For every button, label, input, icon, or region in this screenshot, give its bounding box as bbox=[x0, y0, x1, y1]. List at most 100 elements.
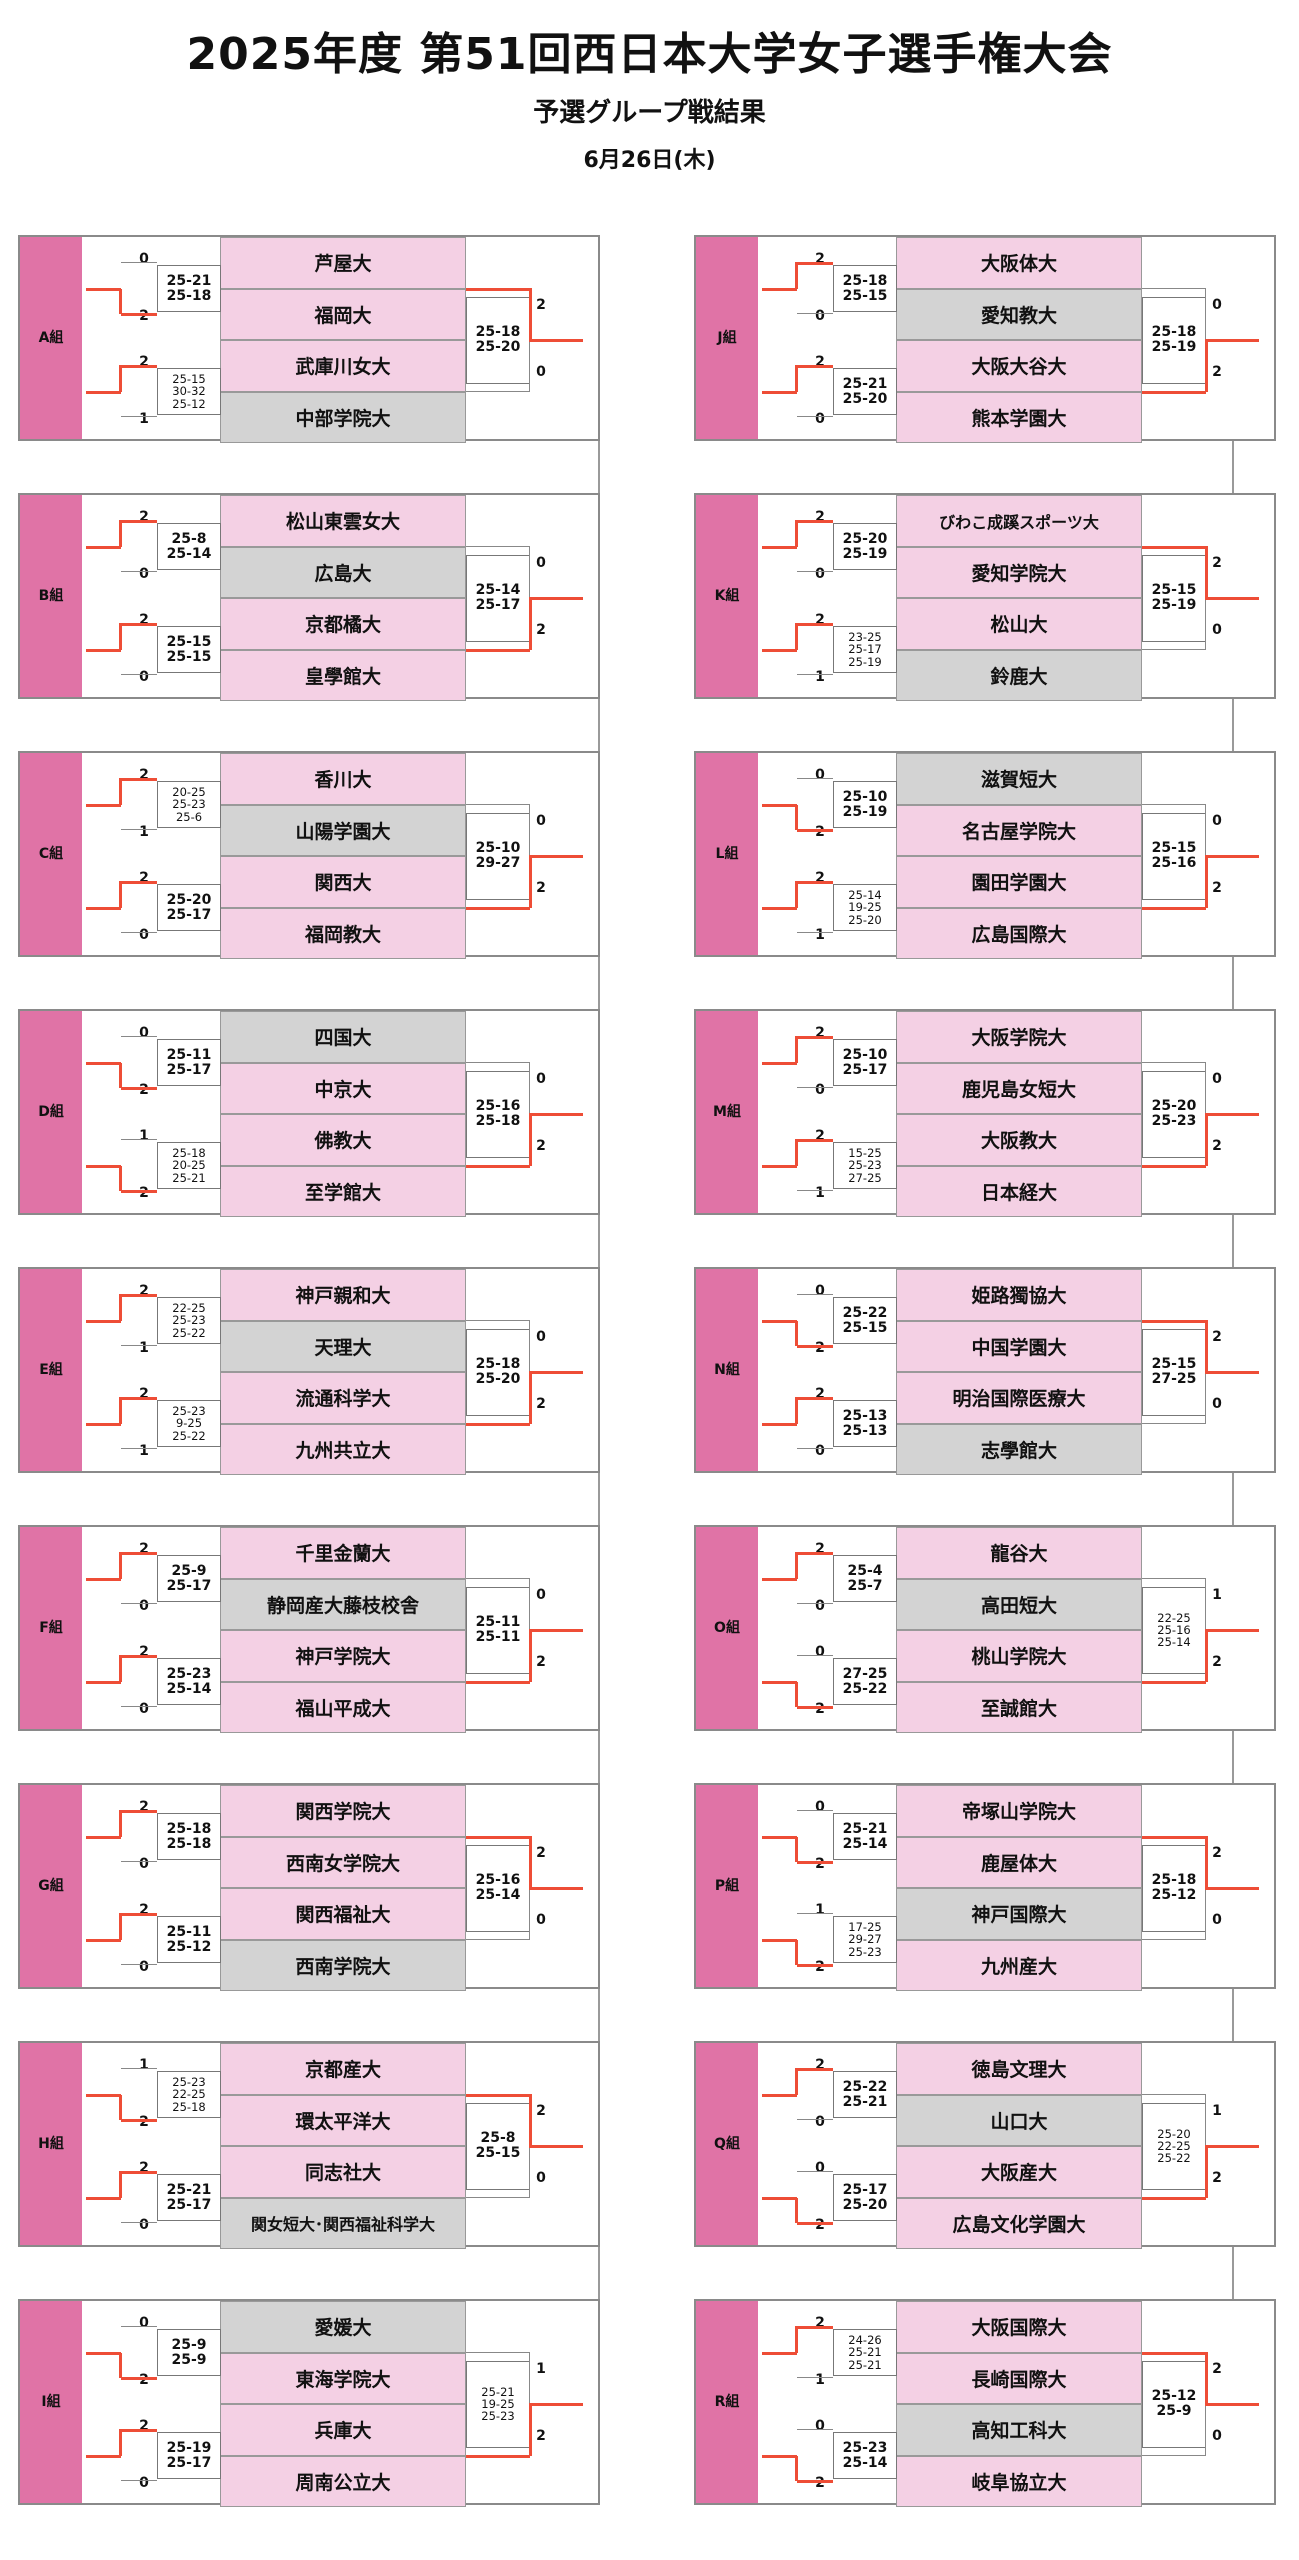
bracket-line bbox=[466, 1061, 530, 1063]
bracket-line bbox=[529, 598, 532, 650]
sets-won: 1 bbox=[139, 824, 149, 841]
sets-won: 1 bbox=[536, 2360, 546, 2377]
sets-won: 2 bbox=[536, 2427, 546, 2444]
bracket-line bbox=[762, 1422, 797, 1426]
bracket-line bbox=[797, 1861, 833, 1865]
bracket-line bbox=[466, 1422, 530, 1426]
set-score: 25-13 bbox=[842, 1422, 888, 1439]
set-score: 25-16 bbox=[1157, 1622, 1191, 1637]
bracket-line bbox=[529, 1887, 583, 1890]
set-score: 22-25 bbox=[1157, 1610, 1191, 1625]
team-name: 京都産大 bbox=[220, 2043, 466, 2095]
sets-won: 0 bbox=[1212, 296, 1222, 313]
group-letter: D bbox=[38, 1103, 50, 1120]
sets-won: 0 bbox=[536, 812, 546, 829]
group-letter: O bbox=[714, 1619, 726, 1636]
set-score: 25-22 bbox=[172, 1325, 206, 1340]
sets-won: 0 bbox=[139, 1701, 149, 1718]
set-score: 25-14 bbox=[475, 582, 521, 599]
sets-won: 2 bbox=[1212, 1328, 1222, 1345]
bracket-line bbox=[762, 803, 797, 807]
set-score: 25-23 bbox=[848, 1158, 882, 1173]
team-name: 鈴鹿大 bbox=[896, 649, 1142, 701]
bracket-line bbox=[1142, 906, 1206, 910]
bracket-line bbox=[1142, 2196, 1206, 2200]
bracket-line bbox=[466, 1577, 530, 1579]
bracket-line bbox=[121, 1964, 157, 1966]
bracket-line bbox=[797, 313, 833, 315]
set-score: 25-21 bbox=[848, 2345, 882, 2360]
set-score: 25-21 bbox=[166, 272, 212, 289]
event-date: 6月26日(木) bbox=[583, 148, 716, 173]
sets-won: 0 bbox=[536, 1911, 546, 1928]
sets-won: 2 bbox=[1212, 1137, 1222, 1154]
bracket-line bbox=[86, 2093, 121, 2097]
sets-won: 0 bbox=[139, 669, 149, 686]
bracket-line bbox=[121, 1345, 157, 1347]
team-name: 愛知教大 bbox=[896, 288, 1142, 340]
bracket-line bbox=[762, 648, 797, 652]
sets-won: 0 bbox=[815, 2159, 825, 2176]
team-name: 皇學館大 bbox=[220, 649, 466, 701]
bracket-line bbox=[121, 1035, 157, 1037]
set-score: 25-19 bbox=[842, 545, 888, 562]
team-name: 京都橘大 bbox=[220, 598, 466, 650]
bracket-line bbox=[795, 364, 798, 392]
group-suffix: 組 bbox=[49, 1877, 64, 1894]
sets-won: 0 bbox=[815, 766, 825, 783]
bracket-line bbox=[1142, 1422, 1206, 1424]
set-score: 25-20 bbox=[475, 339, 521, 355]
sets-won: 1 bbox=[139, 2056, 149, 2073]
team-name: 山陽学園大 bbox=[220, 804, 466, 856]
bracket-line bbox=[1205, 2146, 1208, 2198]
sets-won: 1 bbox=[139, 1127, 149, 1144]
bracket-line bbox=[466, 287, 530, 291]
team-name: 福岡教大 bbox=[220, 907, 466, 959]
bracket-line bbox=[797, 2480, 833, 2484]
bracket-line bbox=[797, 1809, 833, 1811]
bracket-line bbox=[1205, 856, 1208, 908]
bracket-line bbox=[121, 2377, 157, 2381]
team-name: 静岡産大藤枝校舎 bbox=[220, 1578, 466, 1630]
bracket-line bbox=[121, 571, 157, 573]
team-name: 天理大 bbox=[220, 1320, 466, 1372]
sets-won: 1 bbox=[815, 1185, 825, 1202]
team-name: 長崎国際大 bbox=[896, 2352, 1142, 2404]
group-letter: J bbox=[717, 329, 723, 346]
bracket-line bbox=[121, 1087, 157, 1091]
team-name: 滋賀短大 bbox=[896, 753, 1142, 805]
bracket-line bbox=[86, 1422, 121, 1426]
sets-won: 0 bbox=[139, 1598, 149, 1615]
set-score: 25-18 bbox=[475, 1113, 521, 1129]
bracket-line bbox=[1205, 597, 1259, 600]
sets-won: 2 bbox=[139, 1385, 149, 1402]
set-score: 25-21 bbox=[842, 1820, 888, 1837]
team-name: 関西学院大 bbox=[220, 1785, 466, 1837]
bracket-line bbox=[795, 1551, 798, 1579]
set-score: 25-22 bbox=[1157, 2151, 1191, 2166]
sets-won: 2 bbox=[815, 824, 825, 841]
set-score: 25-11 bbox=[166, 1046, 212, 1063]
bracket-line bbox=[529, 339, 583, 342]
set-score: 25-23 bbox=[1151, 1113, 1197, 1129]
set-score: 25-22 bbox=[172, 1428, 206, 1443]
sets-won: 2 bbox=[1212, 1653, 1222, 1670]
set-score: 25-11 bbox=[475, 1614, 521, 1631]
team-name: 大阪国際大 bbox=[896, 2301, 1142, 2353]
set-score: 25-9 bbox=[171, 1562, 207, 1579]
sets-won: 2 bbox=[139, 1540, 149, 1557]
